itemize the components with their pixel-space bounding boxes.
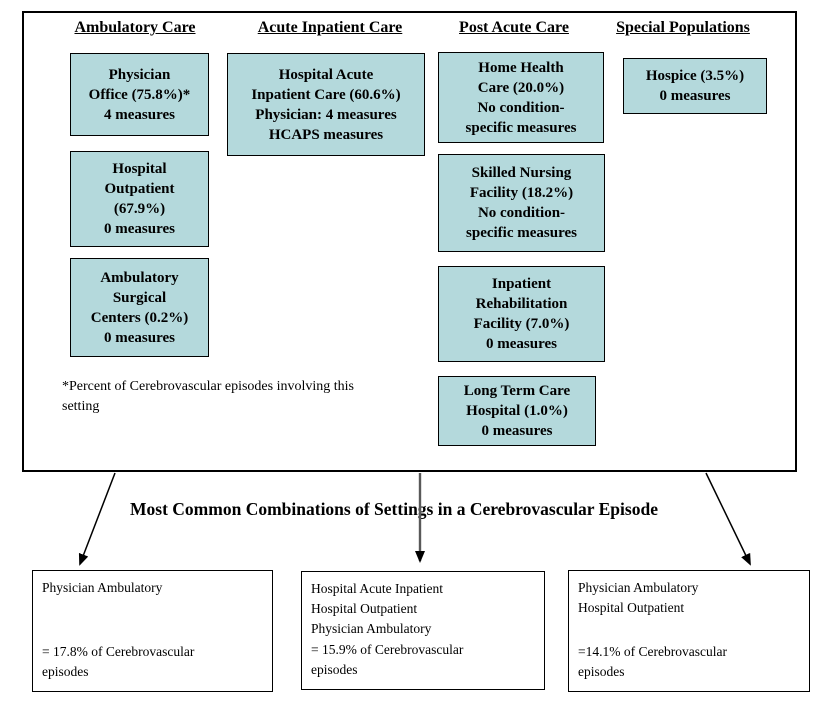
setting-box-hospice: Hospice (3.5%) 0 measures [623, 58, 767, 114]
setting-box-inpatient-rehabilitation-facility: Inpatient Rehabilitation Facility (7.0%)… [438, 266, 605, 362]
combo-settings: Hospital Acute Inpatient Hospital Outpat… [311, 581, 443, 636]
setting-box-hospital-outpatient: Hospital Outpatient (67.9%) 0 measures [70, 151, 209, 247]
footnote: *Percent of Cerebrovascular episodes inv… [62, 379, 354, 414]
combo-share: =14.1% of Cerebrovascular episodes [578, 644, 727, 679]
setting-box-hospital-acute-inpatient: Hospital Acute Inpatient Care (60.6%) Ph… [227, 53, 425, 156]
combo-share: = 15.9% of Cerebrovascular episodes [311, 642, 464, 677]
setting-box-home-health-care: Home Health Care (20.0%) No condition- s… [438, 52, 604, 143]
setting-box-ambulatory-surgical-centers: Ambulatory Surgical Centers (0.2%) 0 mea… [70, 258, 209, 357]
combo-settings: Physician Ambulatory Hospital Outpatient [578, 580, 699, 615]
combo-box-ambulatory-outpatient: Physician Ambulatory Hospital Outpatient… [568, 570, 810, 692]
setting-box-skilled-nursing-facility: Skilled Nursing Facility (18.2%) No cond… [438, 154, 605, 252]
arrow-right-icon [705, 472, 751, 566]
combinations-title: Most Common Combinations of Settings in … [130, 499, 658, 519]
column-header-acute-inpatient-care: Acute Inpatient Care [257, 19, 403, 36]
column-header-special-populations: Special Populations [616, 19, 750, 36]
flow-arrows [78, 472, 751, 566]
combo-share: = 17.8% of Cerebrovascular episodes [42, 644, 195, 679]
column-header-ambulatory-care: Ambulatory Care [74, 19, 196, 36]
column-header-post-acute-care: Post Acute Care [459, 19, 569, 36]
combo-settings: Physician Ambulatory [42, 580, 163, 595]
combo-box-inpatient-outpatient-ambulatory: Hospital Acute Inpatient Hospital Outpat… [301, 571, 545, 690]
setting-box-physician-office: Physician Office (75.8%)* 4 measures [70, 53, 209, 136]
setting-box-long-term-care-hospital: Long Term Care Hospital (1.0%) 0 measure… [438, 376, 596, 446]
combo-box-physician-ambulatory: Physician Ambulatory = 17.8% of Cerebrov… [32, 570, 273, 692]
